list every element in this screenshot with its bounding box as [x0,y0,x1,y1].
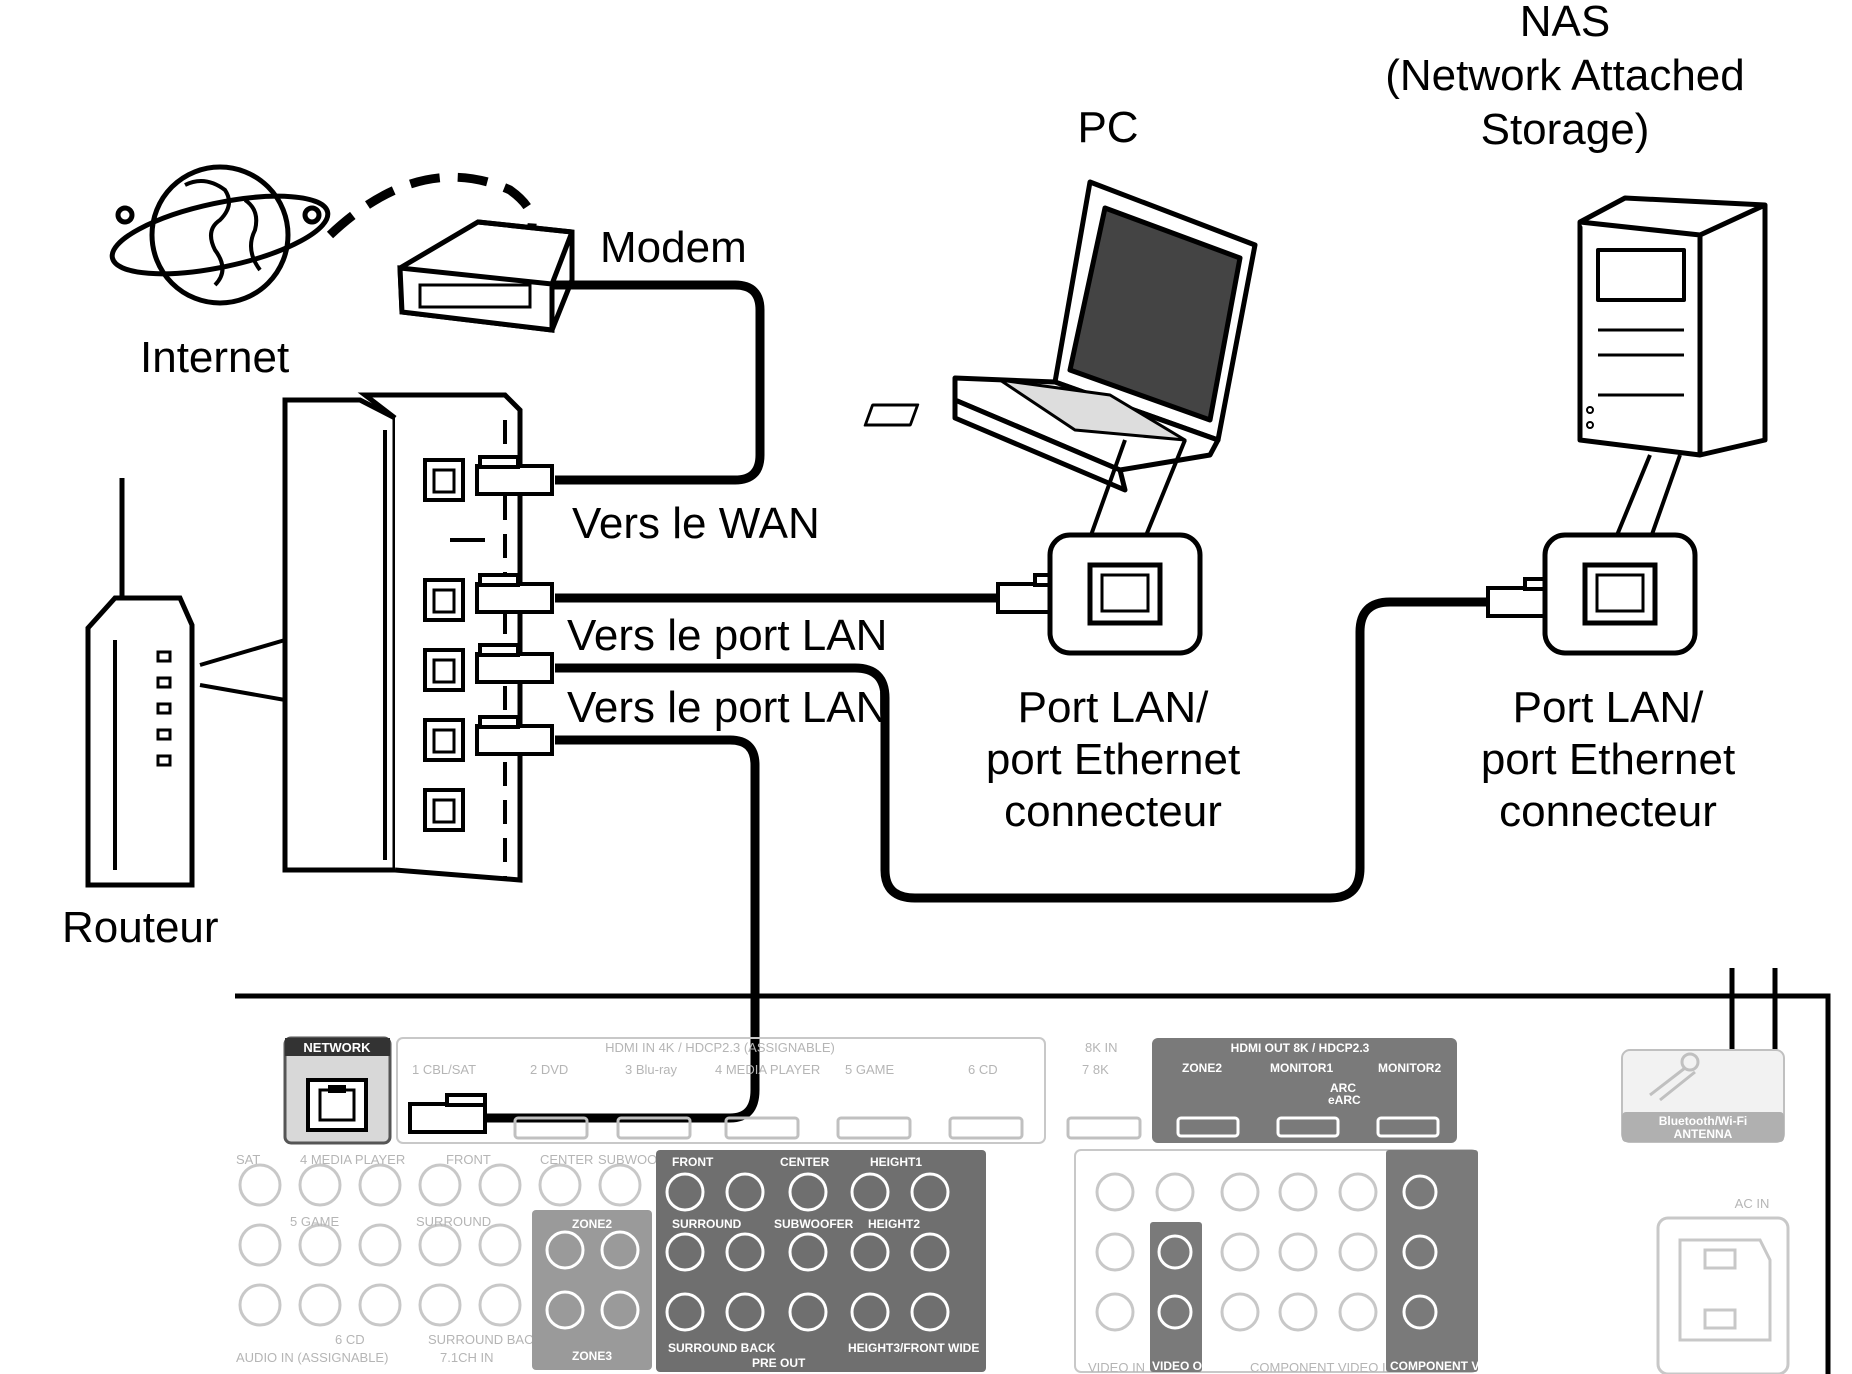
router-zoom-panel [282,392,523,883]
router-lan-port-3 [423,718,465,762]
to-lan-label-1: Vers le port LAN [567,611,887,660]
internet-globe-icon [109,164,331,306]
nas-zoom-wedge [1613,454,1682,541]
preout-subwoofer-label: SUBWOOFER [774,1217,854,1231]
pc-lan-port-box [1047,532,1203,656]
internet-label: Internet [140,333,289,382]
modem-label: Modem [600,223,747,272]
audio-game-label: 5 GAME [290,1214,339,1229]
network-label: NETWORK [303,1040,371,1055]
audio-media-player-label: 4 MEDIA PLAYER [300,1152,405,1167]
nas-port-label-line1: Port LAN/ [1513,683,1705,732]
video-out-label: VIDEO OUT [1152,1359,1219,1373]
audio-surround-back-label: SURROUND BACK [428,1332,542,1347]
preout-front-label: FRONT [672,1155,714,1169]
hdmi-input-1: 1 CBL/SAT [412,1062,476,1077]
zone3-pre-label: ZONE3 [572,1349,612,1363]
ac-in-label: AC IN [1735,1196,1770,1211]
ch71-in-label: 7.1CH IN [440,1350,493,1365]
audio-in-label: AUDIO IN (ASSIGNABLE) [236,1350,388,1365]
pc-zoom-wedge [1088,439,1187,539]
hdmi-out-monitor1: MONITOR1 [1270,1061,1333,1075]
bt-antenna-label-line1: Bluetooth/Wi-Fi [1659,1114,1748,1128]
hdmi-out-earc: eARC [1328,1093,1361,1107]
preout-surround-back-label: SURROUND BACK [668,1341,776,1355]
plug-receiver [408,1093,487,1134]
bt-antenna-connector-icon [1649,1052,1700,1102]
router-label: Routeur [62,903,219,952]
preout-center-label: CENTER [780,1155,830,1169]
cable-router-to-receiver [480,735,760,1123]
to-lan-label-2: Vers le port LAN [567,683,887,732]
hdmi-input-6: 6 CD [968,1062,998,1077]
component-in-label: COMPONENT VIDEO IN [1250,1360,1395,1374]
pc-laptop-icon [863,179,1258,493]
preout-height2-label: HEIGHT2 [868,1217,920,1231]
hdmi-input-2: 2 DVD [530,1062,568,1077]
network-port-block: NETWORK [283,1036,392,1145]
hdmi-out-monitor2: MONITOR2 [1378,1061,1441,1075]
hdmi-input-4: 4 MEDIA PLAYER [715,1062,820,1077]
audio-front-label: FRONT [446,1152,491,1167]
nas-label-line1: NAS [1520,0,1610,46]
nas-tower-icon [1577,195,1768,458]
audio-center-label: CENTER [540,1152,593,1167]
plug-lan-3 [475,715,554,756]
modem-icon [397,219,575,333]
preout-surround-label: SURROUND [672,1217,742,1231]
router-icon [85,478,195,888]
cable-router-to-nas [555,597,1490,903]
pre-out-label: PRE OUT [752,1356,806,1370]
router-zoom-wedge [199,637,287,703]
hdmi-out-label: HDMI OUT 8K / HDCP2.3 [1231,1041,1370,1055]
to-wan-label: Vers le WAN [572,499,820,548]
pc-port-label-line3: connecteur [1004,787,1222,836]
bt-antenna-label-line2: ANTENNA [1674,1127,1733,1141]
audio-jacks [238,1163,642,1327]
nas-label-line3: Storage) [1481,105,1650,154]
component-out-label: COMPONENT VIDEO OUT [1390,1359,1538,1373]
router-lan-port-4 [423,788,465,832]
nas-label-line2: (Network Attached [1385,51,1745,100]
zone2-pre-label: ZONE2 [572,1217,612,1231]
preout-height3-label: HEIGHT3/FRONT WIDE [848,1341,979,1355]
hdmi-input-3: 3 Blu-ray [625,1062,678,1077]
nas-lan-port-box [1542,532,1698,656]
hdmi-8k-in-label: 8K IN [1085,1040,1118,1055]
audio-surround-label: SURROUND [416,1214,491,1229]
video-in-label: VIDEO IN [1088,1360,1145,1374]
wireless-link [326,172,537,243]
pc-port-label-line2: port Ethernet [986,735,1240,784]
audio-cd-label: 6 CD [335,1332,365,1347]
pc-port-label-line1: Port LAN/ [1018,683,1210,732]
router-lan-port-2 [423,648,465,692]
hdmi-input-7: 7 8K [1082,1062,1109,1077]
hdmi-input-5: 5 GAME [845,1062,894,1077]
hdmi-out-zone2: ZONE2 [1182,1061,1222,1075]
hdmi-out-arc: ARC [1330,1081,1356,1095]
pc-label: PC [1077,103,1138,152]
hdmi-in-label: HDMI IN 4K / HDCP2.3 (ASSIGNABLE) [605,1040,835,1055]
plug-lan-2 [475,643,554,684]
nas-port-label-line2: port Ethernet [1481,735,1735,784]
plug-wan [475,455,554,496]
cable-modem-to-wan [553,280,765,485]
nas-port-label-line3: connecteur [1499,787,1717,836]
router-lan-port-1 [423,578,465,622]
router-lan-port-wan [423,458,465,502]
av-receiver-rear-panel: NETWORK HDMI IN 4K / HDCP2.3 (ASSIGNABLE… [235,968,1831,1374]
plug-lan-1 [475,573,554,614]
preout-height1-label: HEIGHT1 [870,1155,922,1169]
audio-sat-label: SAT [236,1152,260,1167]
